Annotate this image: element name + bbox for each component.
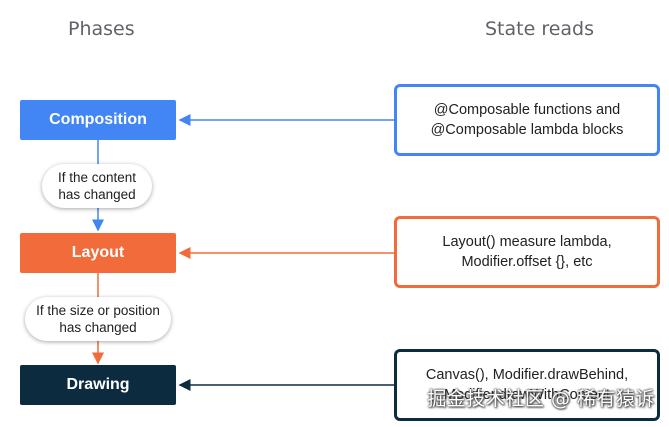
watermark-text: 掘金技术社区 @ 稀有猿诉 xyxy=(427,388,655,410)
state-reads-composition: @Composable functions and @Composable la… xyxy=(394,84,660,156)
phase-layout: Layout xyxy=(20,233,176,273)
phase-composition: Composition xyxy=(20,100,176,140)
state-reads-header: State reads xyxy=(485,18,595,40)
state-reads-drawing: Canvas(), Modifier.drawBehind, Modifier.… xyxy=(394,349,660,421)
phase-drawing: Drawing xyxy=(20,365,176,405)
condition-content-changed: If the content has changed xyxy=(42,164,152,208)
condition-size-position-changed: If the size or position has changed xyxy=(25,297,171,341)
state-reads-layout: Layout() measure lambda, Modifier.offset… xyxy=(394,216,660,288)
phases-header: Phases xyxy=(68,18,135,40)
